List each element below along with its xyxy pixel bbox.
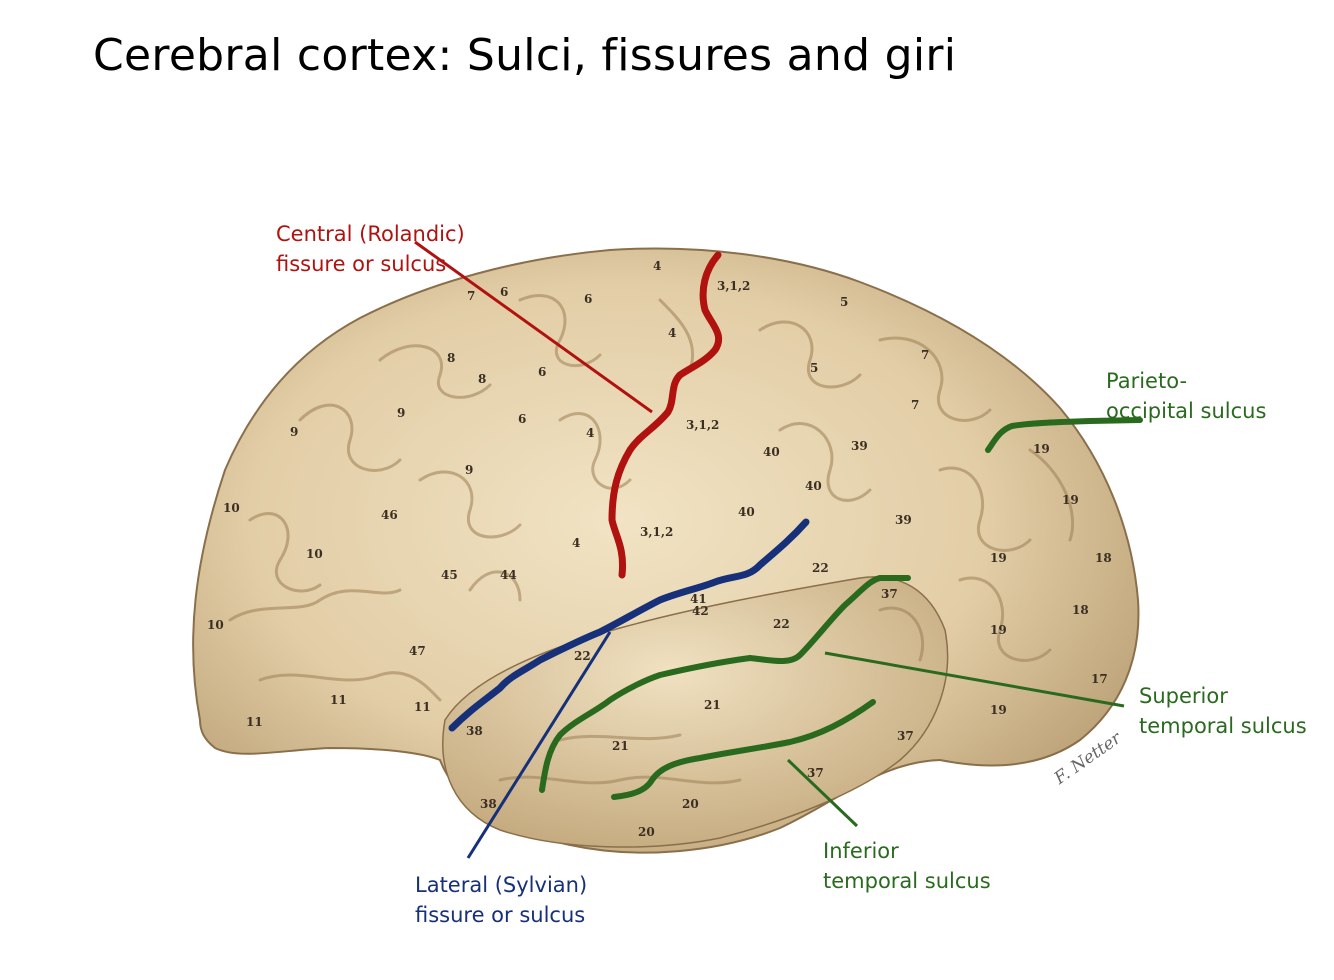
area-label: 3,1,2: [686, 418, 719, 432]
area-label: 19: [990, 703, 1007, 717]
parieto-label-line2: occipital sulcus: [1106, 396, 1266, 426]
area-label: 6: [518, 412, 526, 426]
area-label: 3,1,2: [640, 525, 673, 539]
inferior-label-line2: temporal sulcus: [823, 866, 991, 896]
area-label: 5: [840, 295, 848, 309]
area-label: 9: [290, 425, 298, 439]
area-label: 22: [773, 617, 790, 631]
area-label: 5: [810, 361, 818, 375]
area-label: 11: [246, 715, 263, 729]
area-label: 4: [572, 536, 580, 550]
area-label: 6: [500, 285, 508, 299]
area-label: 39: [851, 439, 868, 453]
superior-label-line2: temporal sulcus: [1139, 711, 1307, 741]
area-label: 38: [466, 724, 483, 738]
area-label: 19: [990, 623, 1007, 637]
area-label: 40: [763, 445, 780, 459]
area-label: 10: [223, 501, 240, 515]
area-label: 6: [538, 365, 546, 379]
inferior-temporal-label: Inferior temporal sulcus: [823, 836, 991, 896]
area-label: 40: [805, 479, 822, 493]
area-label: 3,1,2: [717, 279, 750, 293]
area-label: 19: [1033, 442, 1050, 456]
area-label: 17: [1091, 672, 1108, 686]
area-label: 19: [1062, 493, 1079, 507]
superior-temporal-label: Superior temporal sulcus: [1139, 681, 1307, 741]
area-label: 11: [330, 693, 347, 707]
superior-label-line1: Superior: [1139, 681, 1307, 711]
parieto-label-line1: Parieto-: [1106, 366, 1266, 396]
area-label: 20: [638, 825, 655, 839]
area-label: 47: [409, 644, 426, 658]
parieto-occipital-label: Parieto- occipital sulcus: [1106, 366, 1266, 426]
area-label: 37: [807, 766, 824, 780]
area-label: 21: [612, 739, 629, 753]
area-label: 10: [306, 547, 323, 561]
area-label: 42: [692, 604, 709, 618]
area-label: 45: [441, 568, 458, 582]
area-label: 18: [1095, 551, 1112, 565]
area-label: 7: [921, 348, 929, 362]
area-label: 7: [467, 289, 475, 303]
area-label: 11: [414, 700, 431, 714]
lateral-label-line1: Lateral (Sylvian): [415, 870, 587, 900]
area-label: 44: [500, 568, 517, 582]
area-label: 18: [1072, 603, 1089, 617]
lateral-label-line2: fissure or sulcus: [415, 900, 587, 930]
central-label-line2: fissure or sulcus: [276, 249, 465, 279]
central-label-line1: Central (Rolandic): [276, 219, 465, 249]
area-label: 9: [465, 463, 473, 477]
area-label: 4: [586, 426, 594, 440]
area-label: 8: [478, 372, 486, 386]
area-label: 37: [881, 587, 898, 601]
area-label: 10: [207, 618, 224, 632]
area-label: 9: [397, 406, 405, 420]
area-label: 39: [895, 513, 912, 527]
area-label: 22: [574, 649, 591, 663]
area-label: 6: [584, 292, 592, 306]
area-label: 38: [480, 797, 497, 811]
area-label: 21: [704, 698, 721, 712]
area-label: 22: [812, 561, 829, 575]
area-label: 7: [911, 398, 919, 412]
area-label: 4: [668, 326, 676, 340]
area-label: 40: [738, 505, 755, 519]
area-label: 8: [447, 351, 455, 365]
central-sulcus-label: Central (Rolandic) fissure or sulcus: [276, 219, 465, 279]
area-label: 37: [897, 729, 914, 743]
area-label: 19: [990, 551, 1007, 565]
area-label: 46: [381, 508, 398, 522]
lateral-fissure-label: Lateral (Sylvian) fissure or sulcus: [415, 870, 587, 930]
area-label: 4: [653, 259, 661, 273]
inferior-label-line1: Inferior: [823, 836, 991, 866]
area-label: 20: [682, 797, 699, 811]
